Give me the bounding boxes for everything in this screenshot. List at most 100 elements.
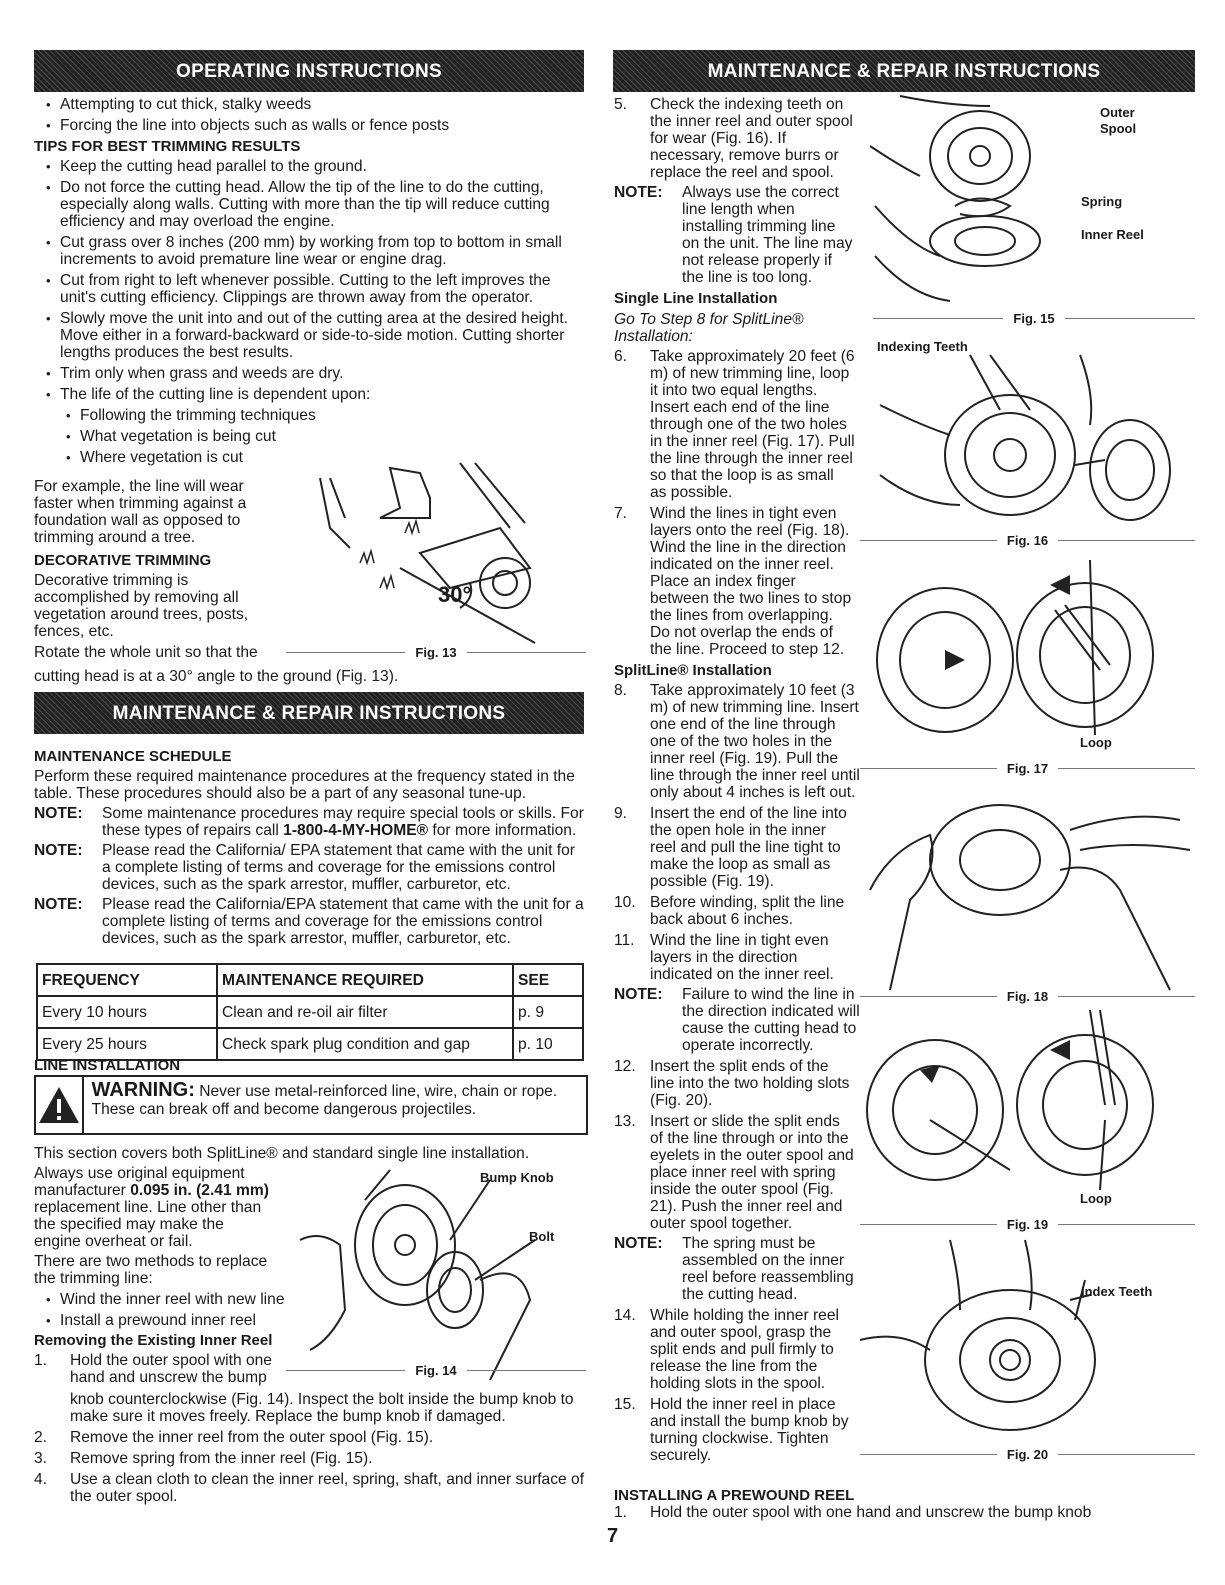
fig19-caption: Fig. 19 — [860, 1216, 1195, 1233]
note-text: Please read the California/ EPA statemen… — [102, 842, 575, 893]
prewound-heading: INSTALLING A PREWOUND REEL — [614, 1487, 855, 1504]
step-2: 2.Remove the inner reel from the outer s… — [34, 1429, 434, 1446]
note-label: NOTE: — [614, 1235, 663, 1252]
indexing-teeth-label: Indexing Teeth — [877, 339, 968, 354]
single-line-heading: Single Line Installation — [614, 290, 778, 307]
fig16-caption: Fig. 16 — [860, 532, 1195, 549]
table-cell: Every 10 hours — [36, 995, 218, 1029]
note-text: Please read the California/EPA statement… — [102, 896, 584, 947]
fig14-caption: Fig. 14 — [286, 1362, 586, 1379]
table-header: SEE — [512, 963, 584, 997]
fig13-caption: Fig. 13 — [286, 644, 586, 661]
text-line: Decorative trimming is — [34, 572, 189, 589]
text-line: knob counterclockwise (Fig. 14). Inspect… — [70, 1391, 574, 1425]
spool-label: Spool — [1100, 121, 1137, 136]
text-line: the trimming line: — [34, 1270, 153, 1287]
note-label: NOTE: — [614, 184, 663, 201]
text-line: This section covers both SplitLine® and … — [34, 1145, 530, 1162]
angle-label: 30° — [438, 582, 472, 607]
table-cell: Every 25 hours — [36, 1027, 218, 1061]
removing-heading: Removing the Existing Inner Reel — [34, 1332, 273, 1349]
text-line: vegetation around trees, posts, — [34, 606, 249, 623]
text-line: fences, etc. — [34, 623, 114, 640]
list-item: What vegetation is being cut — [34, 428, 586, 445]
table-cell: p. 10 — [512, 1027, 584, 1061]
list-item: Cut grass over 8 inches (200 mm) by work… — [34, 234, 586, 268]
line-installation-text: This section covers both SplitLine® and … — [34, 1145, 586, 1162]
note-2: NOTE: Please read the California/ EPA st… — [34, 842, 586, 893]
text-line: Installation: — [614, 328, 693, 345]
fig16-illustration — [879, 354, 1171, 521]
list-item: Slowly move the unit into and out of the… — [34, 310, 586, 361]
fig18-caption: Fig. 18 — [860, 988, 1195, 1005]
line-size: 0.095 in. (2.41 mm) — [130, 1182, 269, 1199]
text-line: foundation wall as opposed to — [34, 512, 241, 529]
list-item: The life of the cutting line is dependen… — [34, 386, 586, 403]
list-item: Do not force the cutting head. Allow the… — [34, 179, 586, 230]
phone-number: 1-800-4-MY-HOME® — [283, 822, 429, 839]
fig15-caption: Fig. 15 — [873, 310, 1195, 327]
table-header: MAINTENANCE REQUIRED — [216, 963, 514, 997]
fig18-illustration — [869, 804, 1191, 991]
fig13-illustration — [319, 462, 536, 644]
loop-label-1: Loop — [1080, 735, 1112, 750]
warning-box: WARNING: Never use metal-reinforced line… — [34, 1075, 588, 1135]
example-text: For example, the line will wear faster w… — [34, 478, 314, 661]
text-line: accomplished by removing all — [34, 589, 239, 606]
fig17-caption: Fig. 17 — [860, 760, 1195, 777]
text-line: replacement line. Line other than — [34, 1199, 262, 1216]
outer-label: Outer — [1100, 105, 1135, 120]
step-4: 4.Use a clean cloth to clean the inner r… — [34, 1471, 585, 1505]
text-line: For example, the line will wear — [34, 478, 244, 495]
table-cell: p. 9 — [512, 995, 584, 1029]
fig17-illustration — [876, 559, 1154, 736]
note-label: NOTE: — [34, 842, 83, 859]
table-header-row: FREQUENCY MAINTENANCE REQUIRED SEE — [36, 963, 584, 997]
text-line: There are two methods to replace — [34, 1253, 268, 1270]
list-item: Trim only when grass and weeds are dry. — [34, 365, 586, 382]
maintenance-schedule: MAINTENANCE SCHEDULE Perform these requi… — [34, 744, 586, 947]
text-line: trimming around a tree. — [34, 529, 196, 546]
note-label: NOTE: — [614, 986, 663, 1003]
fig20-caption: Fig. 20 — [860, 1446, 1195, 1463]
note-label: NOTE: — [34, 805, 83, 822]
warning-text: WARNING: Never use metal-reinforced line… — [91, 1079, 558, 1118]
maintenance-table: FREQUENCY MAINTENANCE REQUIRED SEE Every… — [36, 963, 584, 1061]
maintenance-repair-banner-right: MAINTENANCE & REPAIR INSTRUCTIONS — [613, 50, 1195, 92]
fig14-illustration — [299, 1169, 536, 1381]
table-cell: Clean and re-oil air filter — [216, 995, 514, 1029]
operating-instructions-banner: OPERATING INSTRUCTIONS — [34, 50, 584, 92]
text-line: Always use original equipment — [34, 1165, 245, 1182]
table-header: FREQUENCY — [36, 963, 218, 997]
splitline-heading: SplitLine® Installation — [614, 662, 772, 679]
step-3: 3.Remove spring from the inner reel (Fig… — [34, 1450, 373, 1467]
inner-reel-label: Inner Reel — [1081, 227, 1144, 242]
list-item: Cut from right to left whenever possible… — [34, 272, 586, 306]
index-teeth-label: Index Teeth — [1081, 1284, 1153, 1299]
schedule-intro: Perform these required maintenance proce… — [34, 768, 575, 802]
fig19-illustration — [866, 1009, 1154, 1191]
list-item: Where vegetation is cut — [34, 449, 586, 466]
fig15-illustration — [869, 95, 1041, 302]
text-line: Rotate the whole unit so that the — [34, 644, 258, 661]
fig20-illustration — [859, 1239, 1096, 1431]
list-item: Forcing the line into objects such as wa… — [34, 117, 586, 134]
note-3: NOTE: Please read the California/EPA sta… — [34, 896, 586, 947]
maintenance-repair-banner-left: MAINTENANCE & REPAIR INSTRUCTIONS — [34, 692, 584, 734]
tips-heading: TIPS FOR BEST TRIMMING RESULTS — [34, 138, 301, 155]
spring-label: Spring — [1081, 194, 1123, 209]
list-item: Keep the cutting head parallel to the gr… — [34, 158, 586, 175]
